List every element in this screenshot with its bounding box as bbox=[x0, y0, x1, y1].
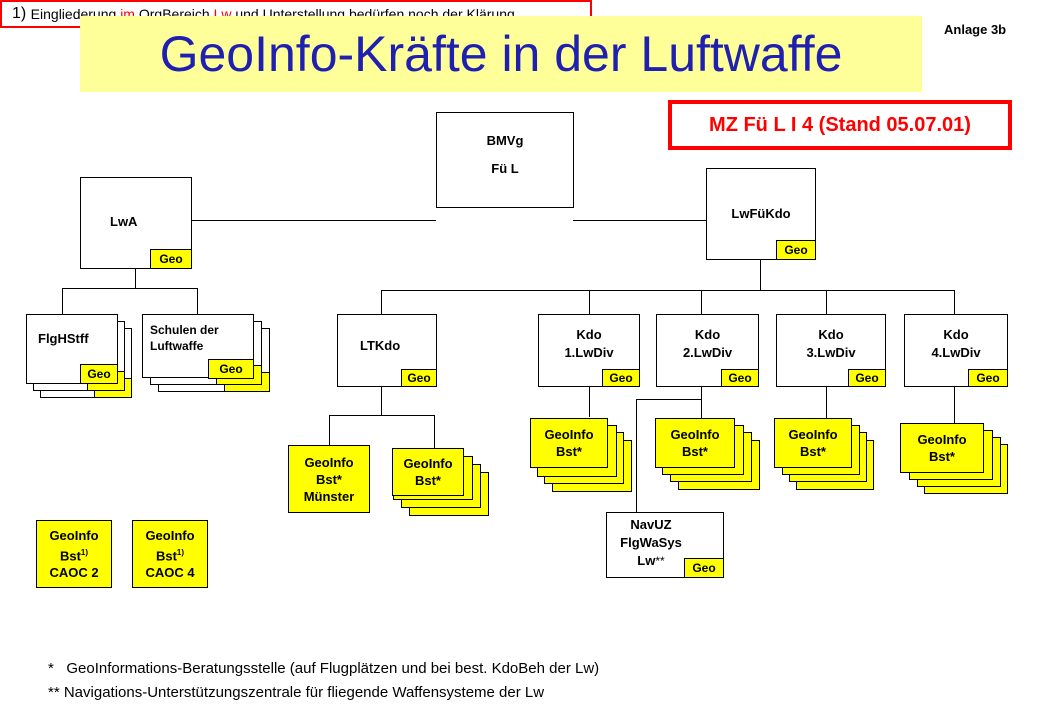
ltkdo-label: LTKdo bbox=[360, 338, 401, 353]
lwfuekdo-label: LwFüKdo bbox=[731, 206, 791, 221]
geo-badge: Geo bbox=[401, 369, 437, 387]
connector bbox=[636, 399, 702, 400]
flghstff-label: FlgHStff bbox=[38, 331, 89, 346]
connector bbox=[62, 288, 63, 314]
geoinfo-label: GeoInfo bbox=[670, 427, 720, 442]
footnote-ref: 1) bbox=[176, 547, 185, 557]
geo-badge: Geo bbox=[208, 359, 254, 379]
geoinfo-label: GeoInfo bbox=[544, 427, 594, 442]
geo-badge: Geo bbox=[684, 558, 724, 578]
navuz-line2: FlgWaSys bbox=[620, 535, 682, 550]
bst-label: Bst* bbox=[928, 449, 955, 464]
note-star: * GeoInformations-Beratungsstelle (auf F… bbox=[48, 660, 600, 677]
geoinfo-label: GeoInfo bbox=[917, 432, 967, 447]
kdo-2-lwdiv-label: Kdo 2.LwDiv bbox=[656, 326, 759, 362]
connector bbox=[701, 290, 702, 314]
connector bbox=[589, 290, 590, 314]
bst-label: Bst* bbox=[315, 471, 342, 487]
kdo-4-lwdiv-label: Kdo 4.LwDiv bbox=[904, 326, 1008, 362]
schulen-label: Schulen der Luftwaffe bbox=[150, 322, 219, 354]
muenster-label: Münster bbox=[303, 488, 355, 504]
kdo-3-line1: Kdo bbox=[818, 327, 844, 342]
footnote-prefix: 1) bbox=[12, 5, 31, 22]
connector bbox=[329, 415, 435, 416]
connector bbox=[329, 415, 330, 445]
geo-badge: Geo bbox=[968, 369, 1008, 387]
kdo-2-line2: 2.LwDiv bbox=[682, 345, 733, 360]
connector bbox=[192, 220, 436, 221]
page-title: GeoInfo-Kräfte in der Luftwaffe bbox=[159, 26, 843, 82]
geoinfo-bst-muenster: GeoInfo Bst* Münster bbox=[288, 445, 370, 513]
geoinfo-bst-kdo1: GeoInfo Bst* bbox=[530, 418, 608, 468]
kdo-1-lwdiv-label: Kdo 1.LwDiv bbox=[538, 326, 640, 362]
bst-label: Bst* bbox=[799, 444, 826, 459]
navuz-label: NavUZ FlgWaSys Lw** bbox=[606, 516, 696, 570]
kdo-4-line2: 4.LwDiv bbox=[931, 345, 981, 360]
geo-badge: Geo bbox=[602, 369, 640, 387]
title-background bbox=[80, 16, 922, 92]
status-stamp: MZ Fü L I 4 (Stand 05.07.01) bbox=[668, 100, 1012, 150]
kdo-4-line1: Kdo bbox=[943, 327, 969, 342]
bst-label: Bst* bbox=[555, 444, 582, 459]
geoinfo-label: GeoInfo bbox=[403, 456, 453, 471]
connector bbox=[954, 290, 955, 314]
connector bbox=[954, 387, 955, 423]
bmvg-label: BMVg Fü L bbox=[436, 132, 574, 178]
connector bbox=[573, 220, 706, 221]
bmvg-line2: Fü L bbox=[491, 161, 519, 176]
geoinfo-bst-kdo4: GeoInfo Bst* bbox=[900, 423, 984, 473]
schulen-line2: Luftwaffe bbox=[150, 339, 204, 353]
geo-badge: Geo bbox=[80, 364, 118, 384]
geo-badge: Geo bbox=[721, 369, 759, 387]
geoinfo-bst-kdo3: GeoInfo Bst* bbox=[774, 418, 852, 468]
geo-badge: Geo bbox=[848, 369, 886, 387]
geoinfo-bst-caoc2: GeoInfo Bst1) CAOC 2 bbox=[36, 520, 112, 588]
connector bbox=[135, 268, 136, 288]
bst-label: Bst* bbox=[681, 444, 708, 459]
bmvg-line1: BMVg bbox=[486, 133, 524, 148]
connector bbox=[826, 387, 827, 418]
geoinfo-label: GeoInfo bbox=[49, 527, 99, 543]
connector bbox=[197, 288, 198, 314]
bst-label: Bst* bbox=[414, 473, 441, 488]
kdo-3-lwdiv-label: Kdo 3.LwDiv bbox=[776, 326, 886, 362]
caoc4-label: CAOC 4 bbox=[145, 565, 195, 581]
note-double-star: ** Navigations-Unterstützungszentrale fü… bbox=[48, 684, 545, 701]
connector bbox=[381, 387, 382, 415]
lwa-label: LwA bbox=[110, 214, 138, 229]
navuz-line3: Lw bbox=[637, 553, 656, 568]
kdo-1-line1: Kdo bbox=[576, 327, 602, 342]
navuz-line1: NavUZ bbox=[630, 517, 672, 532]
connector bbox=[381, 290, 382, 314]
kdo-4-lwdiv-box bbox=[904, 314, 1008, 387]
connector bbox=[589, 387, 590, 417]
kdo-3-line2: 3.LwDiv bbox=[806, 345, 856, 360]
schulen-line1: Schulen der bbox=[150, 323, 219, 337]
geoinfo-bst-kdo2: GeoInfo Bst* bbox=[655, 418, 735, 468]
footnote-ref: 1) bbox=[80, 547, 89, 557]
connector bbox=[62, 288, 198, 289]
connector bbox=[636, 399, 637, 512]
attachment-label: Anlage 3b bbox=[944, 22, 1007, 37]
geoinfo-label: GeoInfo bbox=[788, 427, 838, 442]
connector bbox=[826, 290, 827, 314]
connector bbox=[760, 260, 761, 290]
kdo-2-line1: Kdo bbox=[694, 327, 721, 342]
navuz-stars: ** bbox=[655, 554, 665, 568]
geo-badge: Geo bbox=[776, 240, 816, 260]
connector bbox=[434, 415, 435, 448]
bst-label: Bst bbox=[155, 548, 177, 564]
connector bbox=[701, 399, 702, 418]
geoinfo-bst-caoc4: GeoInfo Bst1) CAOC 4 bbox=[132, 520, 208, 588]
caoc2-label: CAOC 2 bbox=[49, 565, 99, 581]
geoinfo-label: GeoInfo bbox=[145, 527, 195, 543]
kdo-1-line2: 1.LwDiv bbox=[564, 345, 614, 360]
bst-label: Bst bbox=[59, 548, 81, 564]
connector bbox=[701, 387, 702, 399]
connector bbox=[381, 290, 955, 291]
geoinfo-bst-ltkdo: GeoInfo Bst* bbox=[392, 448, 464, 496]
geoinfo-label: GeoInfo bbox=[304, 454, 354, 470]
bmvg-box bbox=[436, 112, 574, 208]
geo-badge: Geo bbox=[150, 249, 192, 269]
